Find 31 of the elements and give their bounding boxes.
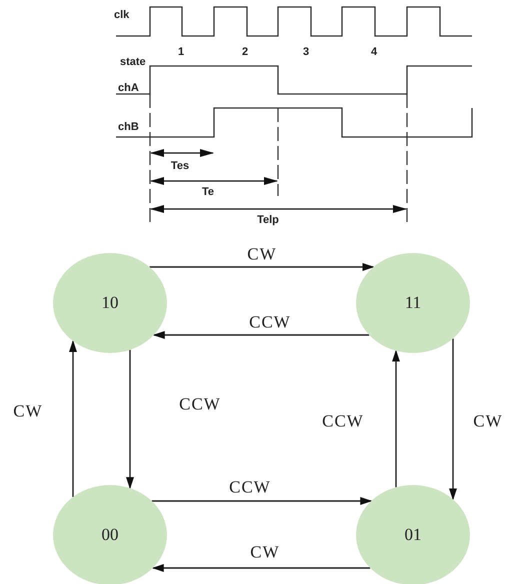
edge-label: CW [13,400,43,422]
signal-label: 2 [242,44,248,60]
arrow [152,497,372,505]
signal-label: 3 [302,44,310,60]
signal-label: chA [118,80,139,96]
arrow [449,338,457,500]
edge-label: CCW [322,410,364,432]
state-label: 01 [404,524,422,546]
signal-label: 4 [370,44,378,60]
signal-label: Tes [170,158,190,174]
edge-label: CW [473,410,503,432]
edge-label: CCW [229,476,271,498]
edge-label: CCW [179,393,221,416]
arrow [152,564,370,572]
signal-label: chB [118,120,139,135]
edge-label: CCW [249,311,291,334]
state-label: 11 [404,292,422,314]
state-label: 00 [102,524,118,546]
edge-label: CW [250,541,280,564]
arrow [69,340,77,497]
signal-label: Te [202,184,214,200]
state-label: 10 [102,292,118,314]
arrow [126,350,134,490]
signal-label: Telp [257,212,279,228]
edge-label: CW [247,243,277,266]
signal-label: clk [114,8,130,23]
arrow [150,263,374,271]
signal-label: state [120,54,146,70]
arrow [152,331,370,339]
arrow [392,350,400,488]
signal-label: 1 [178,44,184,60]
